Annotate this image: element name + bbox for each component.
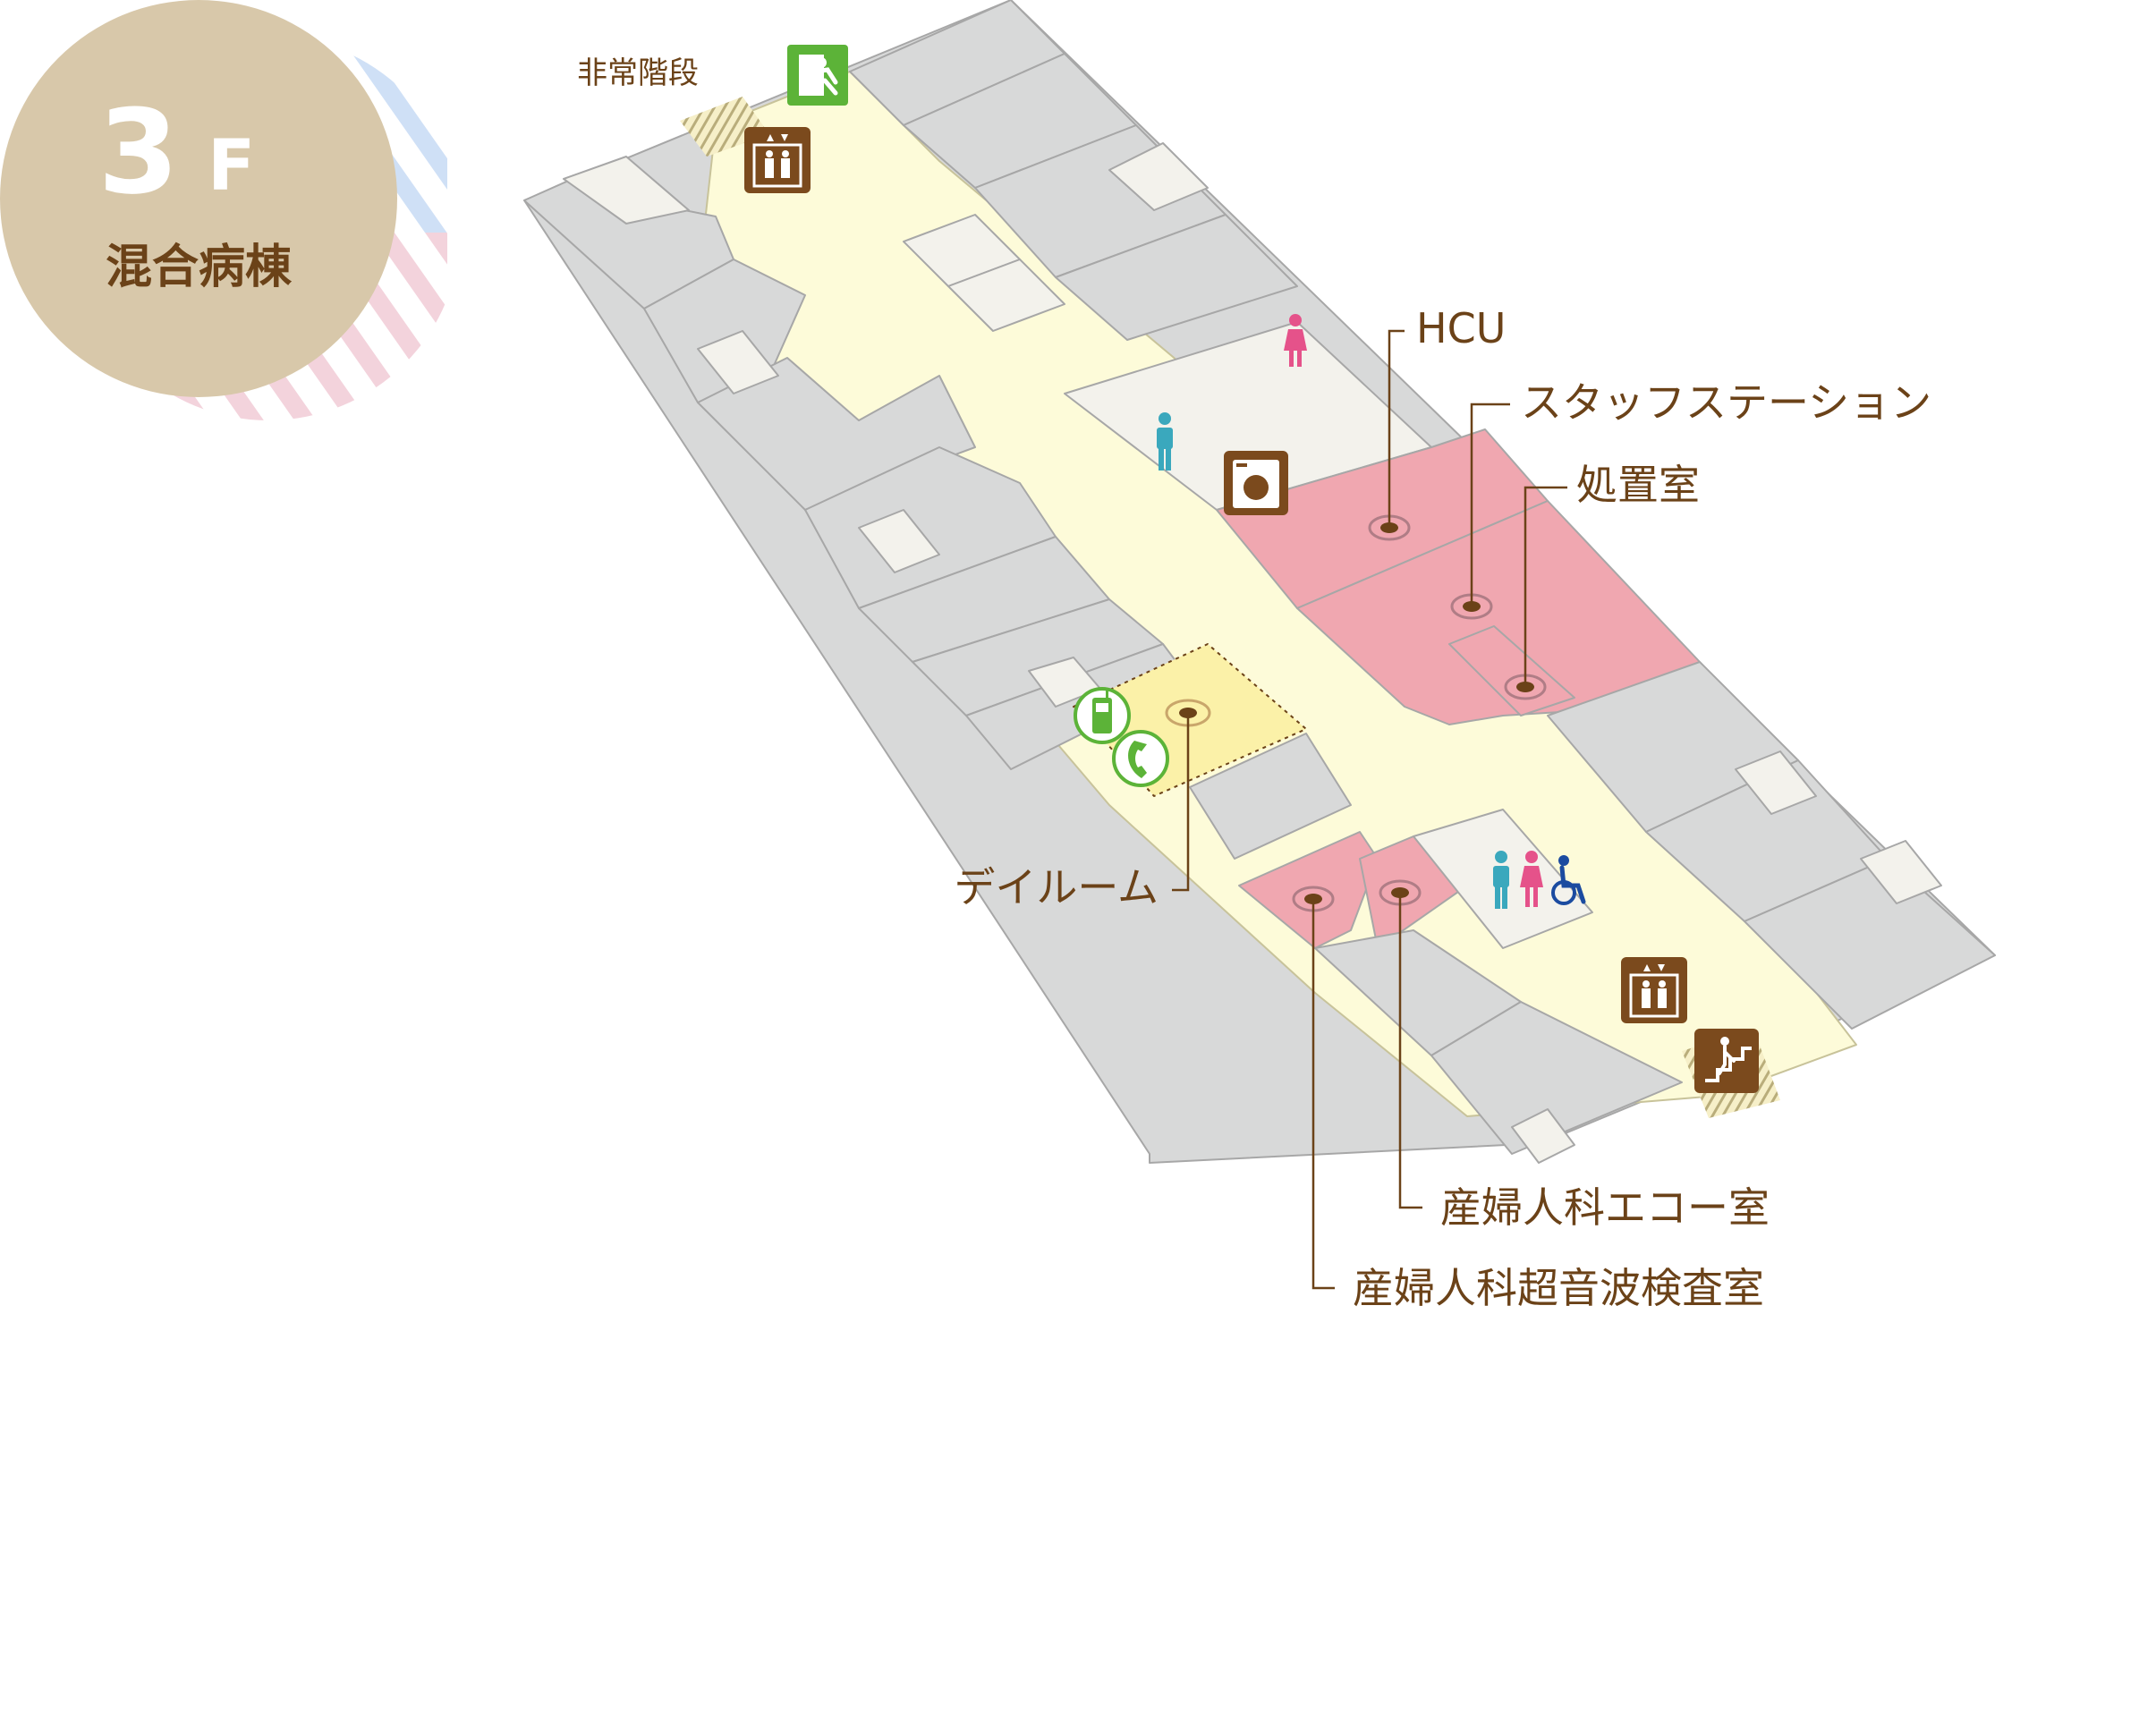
storage [858,509,940,573]
label-hcu: HCU [1416,304,1506,352]
room [1189,733,1352,860]
label-emergency-stairs: 非常階段 [577,55,699,91]
floor-badge: 3 F 混合病棟 [0,0,447,420]
wheelchair-icon [1551,855,1586,905]
room [1430,1001,1683,1155]
storage [1108,142,1209,211]
room [1055,214,1298,341]
marker-staff-station [1450,403,1510,620]
label-obgyn-ultrasound-room: 産婦人科超音波検査室 [1353,1264,1764,1312]
label-treatment-room: 処置室 [1576,461,1700,509]
marker-echo-room [1379,879,1422,1209]
marker-treatment-room [1504,486,1567,700]
public-telephone-icon [1112,730,1169,787]
marker-day-room [1165,699,1211,892]
floor-suffix: F [208,126,255,207]
room [1744,858,1996,1030]
male-restroom-icon [1493,851,1509,909]
storage [1860,840,1942,904]
label-day-room: デイルーム [954,863,1159,911]
female-restroom-icon [1284,314,1307,367]
floor-number: 3 [98,84,179,220]
stairs-icon [1694,1029,1759,1093]
female-restroom-icon [1520,851,1543,907]
marker-ultrasound-room [1292,886,1335,1290]
marker-hcu [1368,329,1411,541]
label-staff-station: スタッフステーション [1521,378,1931,427]
storage [697,330,779,394]
label-obgyn-echo-room: 産婦人科エコー室 [1440,1183,1770,1232]
mobile-phone-area-icon [1074,687,1131,744]
elevator-icon [744,127,811,193]
storage [563,156,690,225]
storage [1735,750,1817,815]
ultrasound-room [1238,831,1379,949]
building-floorplan [523,0,1996,1164]
emergency-exit-icon [787,45,848,106]
elevator-icon [1621,957,1687,1023]
storage [1511,1108,1575,1164]
room [804,446,1057,609]
staff-station [1296,500,1701,725]
building-name: 混合病棟 [106,241,293,294]
hcu-room [1216,428,1549,609]
floor-badge-circle [0,0,397,397]
washing-machine-icon [1224,451,1288,515]
male-restroom-icon [1157,412,1173,471]
storage [947,259,1065,332]
